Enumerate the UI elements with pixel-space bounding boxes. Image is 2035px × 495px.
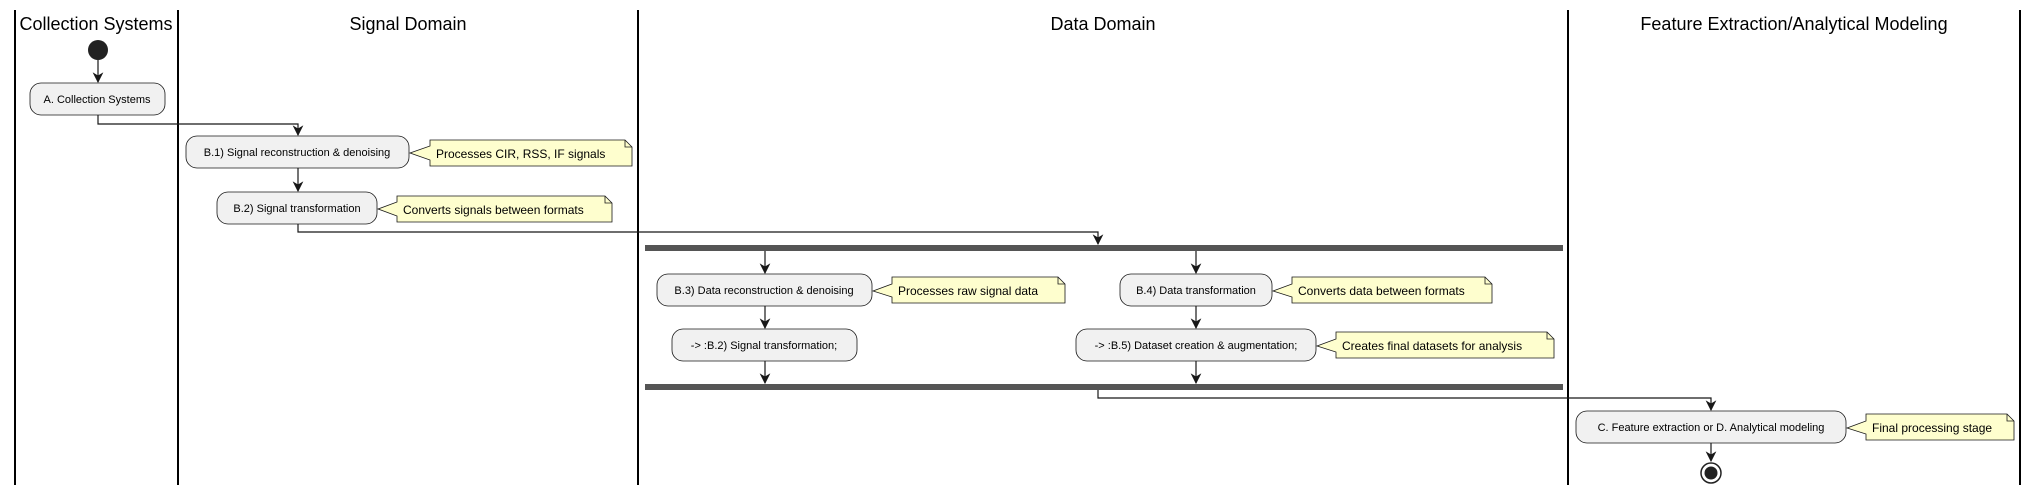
note-text: Converts signals between formats	[403, 203, 584, 217]
activity-b3-next-signal-transformation: -> :B.2) Signal transformation;	[671, 328, 858, 362]
note-b1: Processes CIR, RSS, IF signals	[408, 139, 633, 167]
note-final: Final processing stage	[1845, 413, 2015, 441]
lane-title-collection: Collection Systems	[19, 14, 172, 34]
fork-bar	[645, 245, 1563, 251]
activity-final-feature-extraction: C. Feature extraction or D. Analytical m…	[1575, 410, 1847, 444]
join-bar	[645, 384, 1563, 390]
note-text: Final processing stage	[1872, 421, 1992, 435]
activity-label: -> :B.2) Signal transformation;	[691, 340, 837, 352]
lane-title-signal: Signal Domain	[349, 14, 466, 34]
swimlane-dividers	[14, 10, 2021, 485]
activity-label: B.1) Signal reconstruction & denoising	[204, 147, 391, 159]
lane-title-data: Data Domain	[1050, 14, 1155, 34]
note-b4: Converts data between formats	[1271, 276, 1493, 304]
lane-title-feature: Feature Extraction/Analytical Modeling	[1640, 14, 1947, 34]
activity-label: B.4) Data transformation	[1136, 285, 1256, 297]
activity-label: C. Feature extraction or D. Analytical m…	[1598, 422, 1825, 434]
activity-b5-dataset-creation: -> :B.5) Dataset creation & augmentation…	[1075, 328, 1317, 362]
end-node	[1700, 462, 1722, 484]
note-text: Processes CIR, RSS, IF signals	[436, 147, 605, 161]
note-text: Processes raw signal data	[898, 284, 1038, 298]
note-b5: Creates final datasets for analysis	[1315, 331, 1555, 359]
flow-arrow	[97, 115, 304, 137]
activity-label: B.2) Signal transformation	[233, 203, 360, 215]
activity-label: B.3) Data reconstruction & denoising	[674, 285, 853, 297]
note-b3: Processes raw signal data	[871, 276, 1066, 304]
activity-b1-signal-reconstruction: B.1) Signal reconstruction & denoising	[185, 135, 410, 169]
note-b2: Converts signals between formats	[376, 195, 613, 223]
start-node	[88, 40, 108, 60]
flow-arrow	[297, 224, 1104, 246]
activity-b3-data-reconstruction: B.3) Data reconstruction & denoising	[656, 273, 873, 307]
flow-arrow	[1097, 390, 1717, 412]
note-text: Converts data between formats	[1298, 284, 1465, 298]
note-text: Creates final datasets for analysis	[1342, 339, 1522, 353]
activity-label: -> :B.5) Dataset creation & augmentation…	[1095, 340, 1298, 352]
activity-b4-data-transformation: B.4) Data transformation	[1119, 273, 1273, 307]
activity-label: A. Collection Systems	[44, 94, 151, 106]
activity-collection-systems: A. Collection Systems	[29, 82, 166, 116]
activity-b2-signal-transformation: B.2) Signal transformation	[216, 191, 378, 225]
